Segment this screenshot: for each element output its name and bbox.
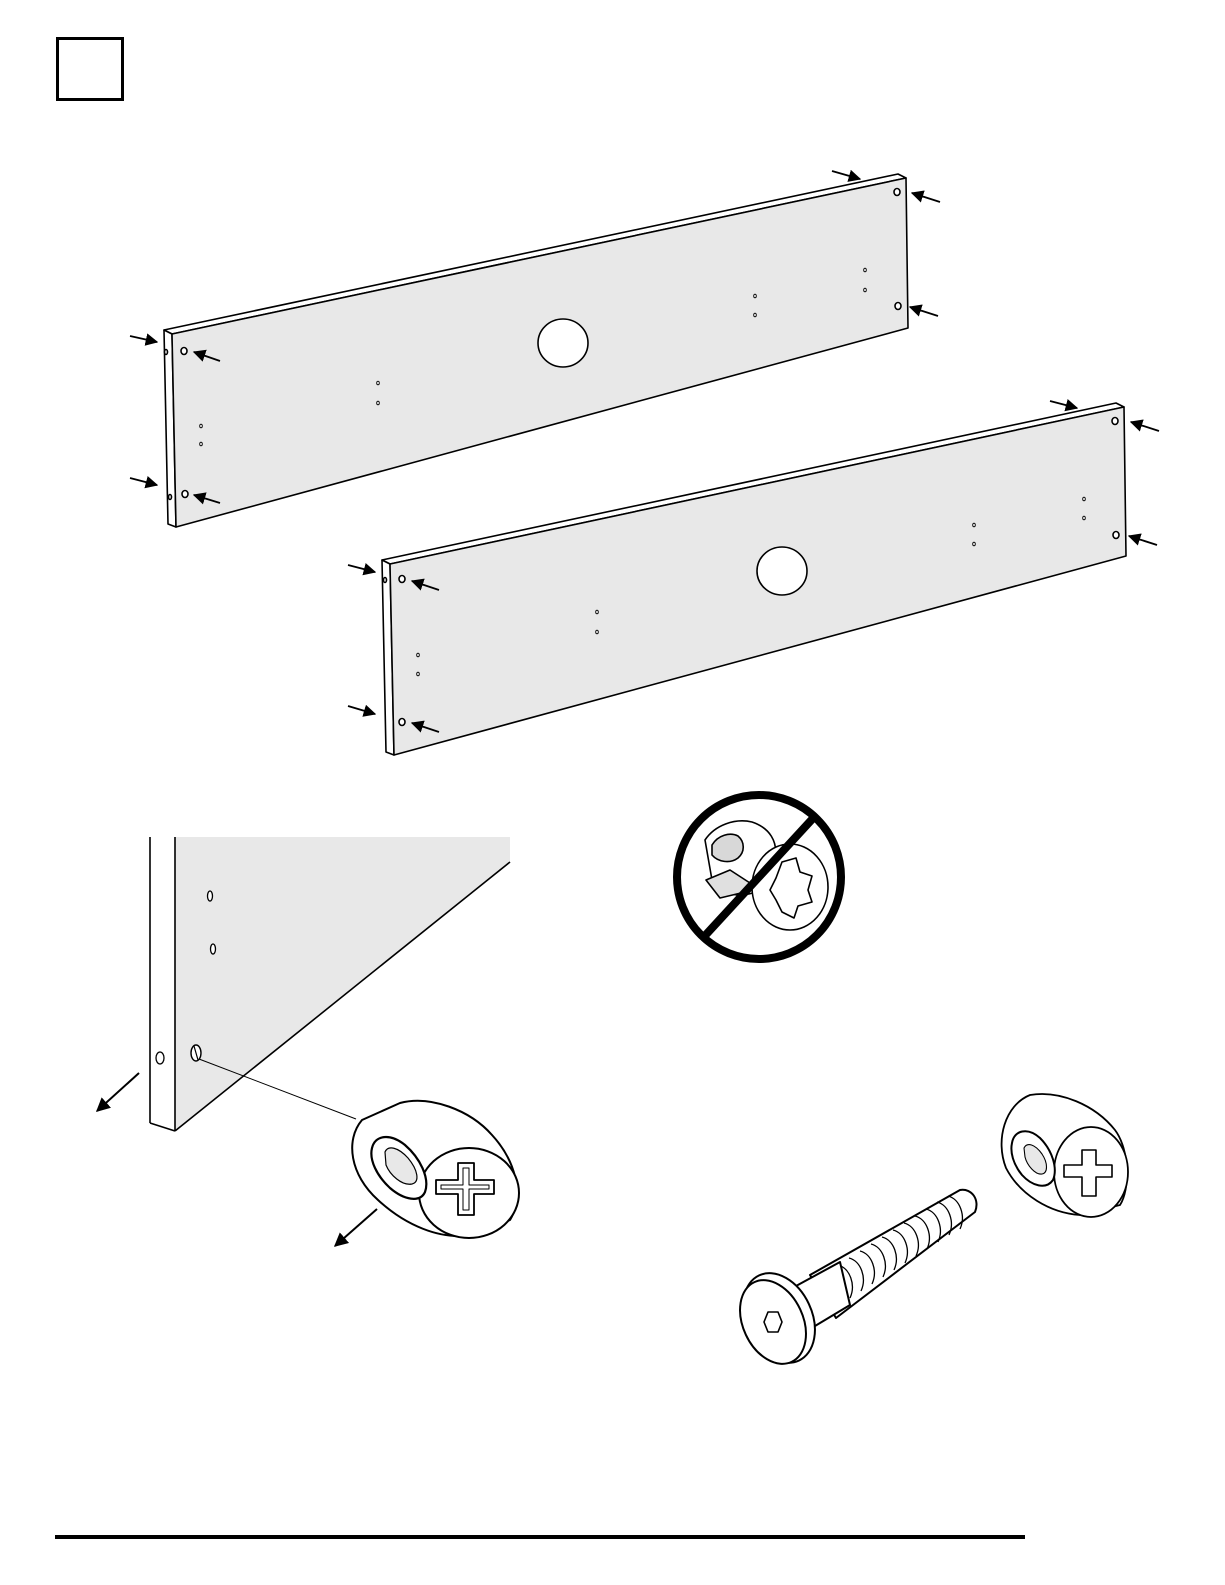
prohibited-cam-lock-icon bbox=[677, 795, 841, 959]
bottom-panel bbox=[382, 403, 1126, 755]
detail-arrows bbox=[97, 1073, 377, 1246]
cam-lock-nut-small bbox=[1002, 1094, 1128, 1217]
connector-bolt bbox=[727, 1190, 976, 1375]
cam-lock-nut-large bbox=[352, 1101, 519, 1238]
footer-rule bbox=[55, 1535, 1025, 1539]
panel-corner-detail bbox=[150, 837, 510, 1131]
